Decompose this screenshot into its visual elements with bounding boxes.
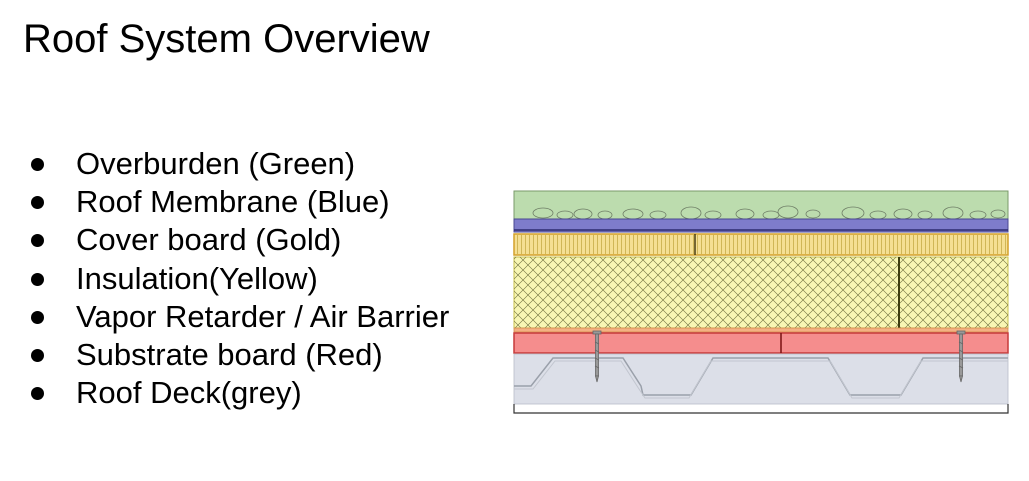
overburden-layer bbox=[513, 190, 1009, 220]
cover-board-layer bbox=[513, 233, 1009, 256]
substrate-board-fill bbox=[513, 332, 1009, 354]
diagram-baseline bbox=[513, 404, 1009, 414]
bullet-dot-icon bbox=[31, 234, 44, 248]
bullet-label: Substrate board (Red) bbox=[76, 336, 383, 372]
bullet-label: Roof Membrane (Blue) bbox=[76, 184, 390, 220]
bullet-label: Vapor Retarder / Air Barrier bbox=[76, 298, 450, 334]
bullet-dot-icon bbox=[31, 348, 44, 362]
vapor-retarder-layer bbox=[513, 327, 1009, 333]
roof-section-diagram bbox=[513, 190, 1009, 414]
bullet-label: Cover board (Gold) bbox=[76, 222, 342, 258]
bullet-dot-icon bbox=[31, 310, 44, 324]
slide-title: Roof System Overview bbox=[23, 17, 430, 61]
insulation-hatch bbox=[514, 257, 1008, 328]
overburden-fill bbox=[513, 190, 1009, 220]
bullet-dot-icon bbox=[31, 158, 44, 171]
bullet-label: Overburden (Green) bbox=[76, 146, 356, 181]
bullet-dot-icon bbox=[31, 196, 44, 210]
fastener-screw-left-icon bbox=[592, 330, 602, 383]
substrate-board-layer bbox=[513, 332, 1009, 354]
roof-membrane-layer bbox=[513, 218, 1009, 233]
bullet-dot-icon bbox=[31, 387, 44, 401]
bullet-label: Roof Deck(grey) bbox=[76, 375, 302, 411]
bullet-label: Insulation(Yellow) bbox=[76, 260, 318, 296]
roof-deck-layer bbox=[513, 353, 1009, 405]
insulation-layer bbox=[513, 256, 1009, 329]
fastener-screw-right-icon bbox=[956, 330, 966, 383]
bullet-dot-icon bbox=[31, 272, 44, 286]
cover-board-stripes bbox=[515, 235, 1007, 254]
